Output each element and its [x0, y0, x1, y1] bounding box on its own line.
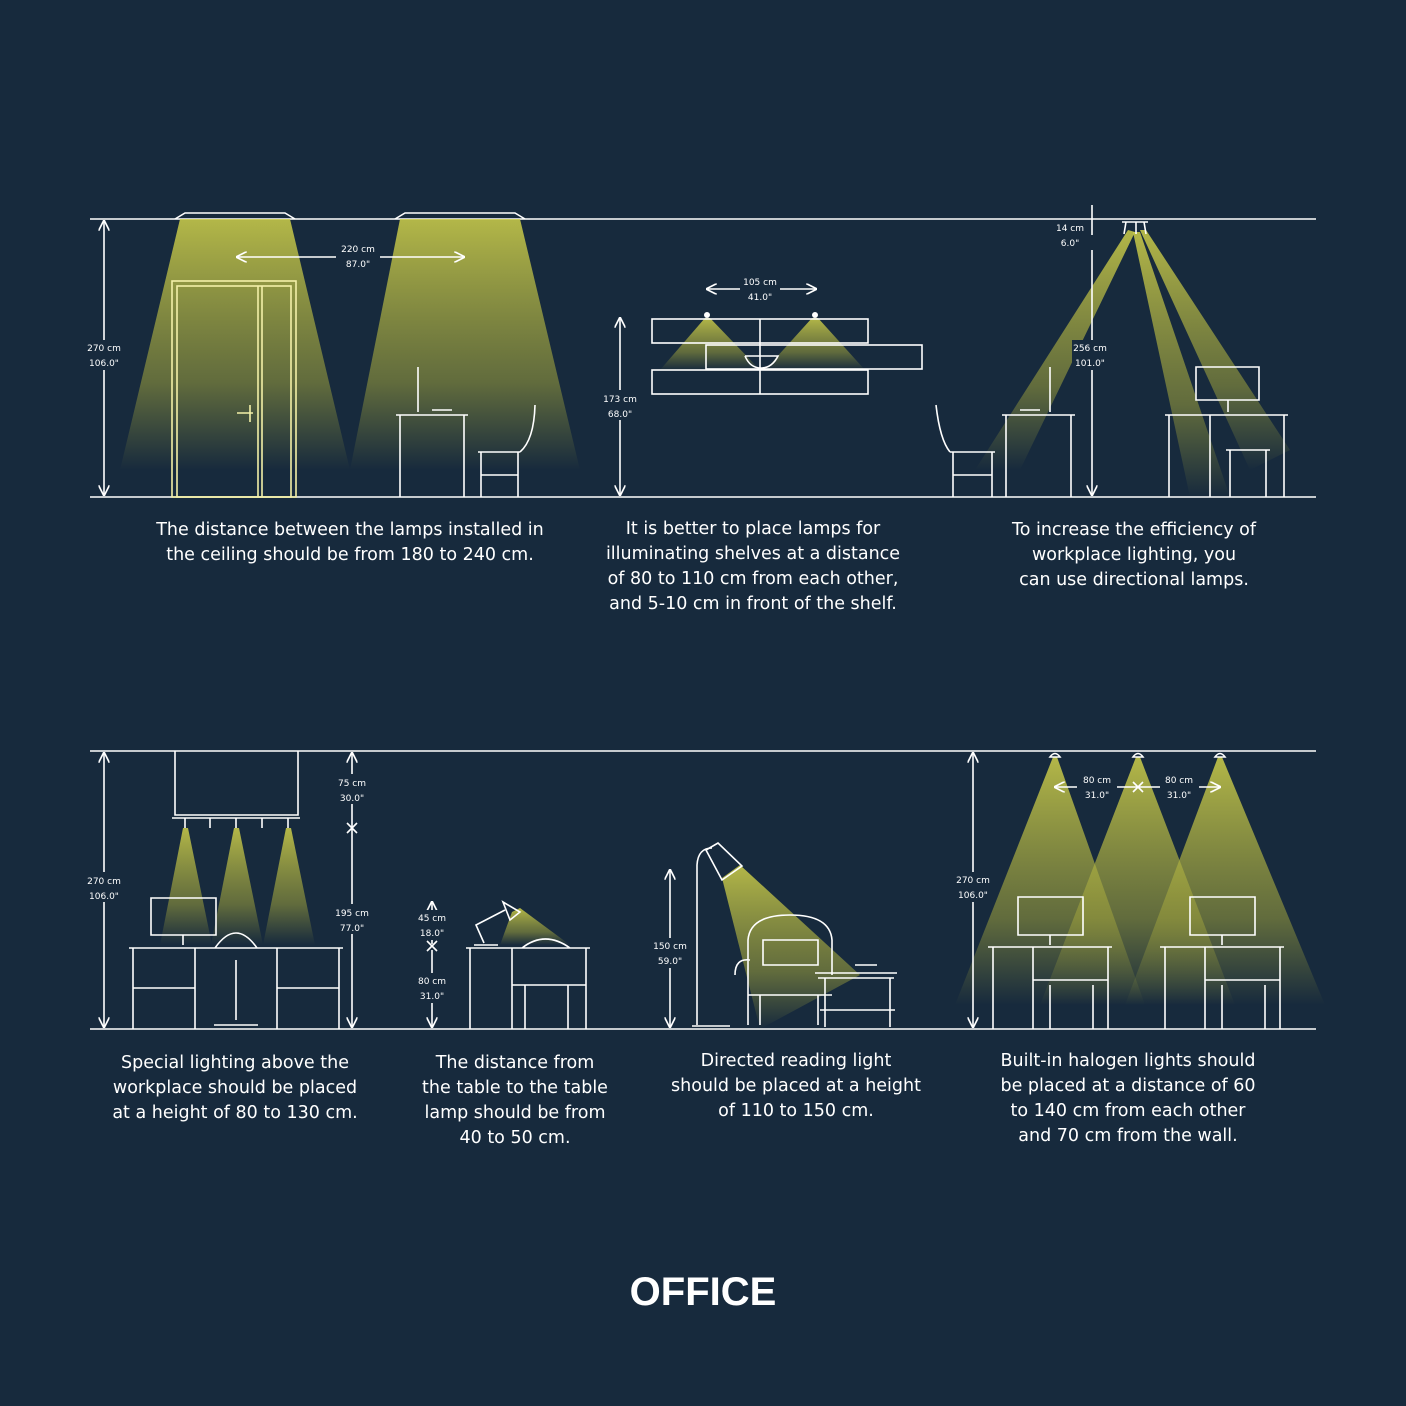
light-beam: [765, 318, 865, 370]
caption-table-lamp: The distance from the table to the table…: [422, 1051, 608, 1151]
caption-line: and 70 cm from the wall.: [1018, 1126, 1238, 1146]
dim-label: 220 cm: [341, 245, 375, 255]
dim-label: 106.0": [89, 892, 119, 902]
dim-label: 105 cm: [743, 278, 777, 288]
caption-line: The distance from: [435, 1053, 595, 1073]
dim-label: 80 cm: [1165, 776, 1193, 786]
dim-label: 45 cm: [418, 914, 446, 924]
desk: [129, 897, 343, 1029]
pendant-lamp: [172, 751, 300, 828]
caption-line: can use directional lamps.: [1019, 570, 1249, 590]
dim-label: 31.0": [420, 992, 444, 1002]
page-title: OFFICE: [629, 1270, 777, 1314]
caption-line: It is better to place lamps for: [625, 519, 881, 539]
dim-label: 80 cm: [418, 977, 446, 987]
side-table: [815, 964, 897, 1027]
dim-label: 59.0": [658, 957, 682, 967]
caption-line: and 5-10 cm in front of the shelf.: [609, 594, 897, 614]
caption-line: workplace lighting, you: [1031, 545, 1237, 565]
caption-reading-light: Directed reading light should be placed …: [671, 1049, 921, 1124]
caption-line: workplace should be placed: [112, 1078, 358, 1098]
caption-halogen-lights: Built-in halogen lights should be placed…: [1000, 1049, 1255, 1149]
dim-label: 14 cm: [1056, 224, 1084, 234]
dim-label: 18.0": [420, 929, 444, 939]
chair: [935, 404, 995, 497]
directional-lamp: [1122, 221, 1148, 235]
caption-shelf-lamps: It is better to place lamps for illumina…: [606, 517, 900, 617]
panel-table-lamp: 45 cm 18.0" 80 cm 31.0": [412, 900, 590, 1029]
panel-ceiling-lamps: 270 cm 106.0" 220 cm 87.0": [84, 212, 580, 498]
panel-directional-lamps: 14 cm 6.0" 256 cm 101.0": [935, 205, 1290, 497]
workstation: [1160, 896, 1284, 1029]
panel-workplace-pendant: 270 cm 106.0" 75 cm 30.0" 195 cm 77.0": [84, 751, 372, 1029]
door: [171, 280, 297, 498]
dim-label: 270 cm: [956, 876, 990, 886]
light-beam: [660, 318, 760, 370]
caption-line: the table to the table: [422, 1078, 608, 1098]
caption-line: be placed at a distance of 60: [1000, 1076, 1256, 1096]
dim-label: 101.0": [1075, 359, 1105, 369]
dim-label: 173 cm: [603, 395, 637, 405]
dim-label: 68.0": [608, 410, 632, 420]
workstation: [1165, 366, 1288, 497]
shelves: [651, 312, 923, 395]
caption-line: of 80 to 110 cm from each other,: [607, 569, 899, 589]
dim-label: 256 cm: [1073, 344, 1107, 354]
dim-label: 80 cm: [1083, 776, 1111, 786]
dim-label: 270 cm: [87, 344, 121, 354]
armchair: [734, 914, 833, 1025]
desk: [1002, 367, 1075, 497]
caption-line: Built-in halogen lights should: [1000, 1051, 1256, 1071]
dim-label: 195 cm: [335, 909, 369, 919]
desk-with-table-lamp: [466, 900, 590, 1029]
dim-label: 41.0": [748, 293, 772, 303]
caption-directional-lamps: To increase the efficiency of workplace …: [1012, 518, 1256, 593]
halogen-lamps: [1048, 752, 1227, 758]
caption-line: to 140 cm from each other: [1010, 1101, 1246, 1121]
light-beam: [350, 219, 580, 470]
desk: [396, 367, 536, 497]
dim-label: 77.0": [340, 924, 364, 934]
panel-shelf-lamps: 105 cm 41.0" 173 cm 68.0": [600, 278, 923, 495]
caption-line: should be placed at a height: [671, 1076, 921, 1096]
panel-reading-light: 150 cm 59.0": [650, 842, 897, 1029]
caption-line: The distance between the lamps installed…: [156, 520, 544, 540]
ceiling-lamp: [174, 212, 296, 220]
dim-label: 6.0": [1061, 239, 1079, 249]
caption-ceiling-lamps: The distance between the lamps installed…: [156, 518, 544, 568]
dim-label: 31.0": [1167, 791, 1191, 801]
caption-line: Directed reading light: [700, 1051, 892, 1071]
caption-line: of 110 to 150 cm.: [718, 1101, 874, 1121]
dim-label: 30.0": [340, 794, 364, 804]
dim-label: 87.0": [346, 260, 370, 270]
ceiling-lamp: [394, 212, 526, 220]
dim-label: 150 cm: [653, 942, 687, 952]
dim-label: 75 cm: [338, 779, 366, 789]
floor-lamp: [692, 842, 744, 1027]
dim-label: 31.0": [1085, 791, 1109, 801]
caption-line: at a height of 80 to 130 cm.: [112, 1103, 358, 1123]
caption-line: lamp should be from: [424, 1103, 606, 1123]
caption-line: Special lighting above the: [121, 1053, 349, 1073]
workstation: [988, 896, 1112, 1029]
dim-label: 106.0": [89, 359, 119, 369]
dim-label: 270 cm: [87, 877, 121, 887]
caption-line: To increase the efficiency of: [1011, 520, 1257, 540]
panel-halogen-lights: 270 cm 106.0" 80 cm 31.0" 80 cm 31.0": [953, 753, 1325, 1029]
dim-label: 106.0": [958, 891, 988, 901]
caption-line: the ceiling should be from 180 to 240 cm…: [166, 545, 534, 565]
row-2: [90, 750, 1316, 1030]
caption-line: 40 to 50 cm.: [459, 1128, 571, 1148]
caption-workplace-pendant: Special lighting above the workplace sho…: [112, 1051, 357, 1126]
caption-line: illuminating shelves at a distance: [605, 544, 901, 564]
